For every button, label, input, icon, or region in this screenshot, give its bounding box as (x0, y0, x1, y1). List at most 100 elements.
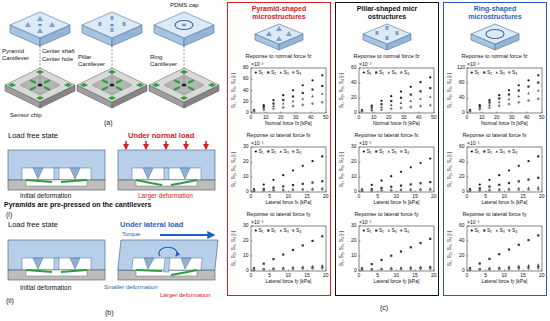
tick (359, 192, 361, 193)
axis-label: S₁, S₂, S₃, S₄ [-] (230, 152, 236, 187)
tick-label: 0 (354, 268, 357, 274)
data-point (301, 267, 304, 270)
load-arrow (165, 141, 167, 149)
tick-label: 40 (459, 95, 465, 101)
state-label: Under lateral load (120, 221, 183, 229)
legend-marker (400, 150, 403, 153)
axis-label: S₁, S₂, S₃, S₄ [-] (446, 152, 452, 187)
data-point (311, 102, 314, 105)
data-point (253, 189, 256, 191)
data-point (292, 105, 295, 108)
tick-label: 40 (308, 115, 314, 121)
data-point (400, 97, 402, 99)
tick (415, 270, 416, 272)
data-point (282, 174, 284, 176)
data-point (410, 166, 412, 168)
data-point (371, 263, 373, 265)
data-point (361, 110, 364, 113)
tick (542, 191, 543, 193)
data-point (263, 183, 265, 185)
pdms-cap (154, 12, 214, 46)
tick (415, 191, 416, 193)
data-point (380, 108, 383, 111)
chart-title: Reponse to lateral force fy (228, 211, 329, 217)
panel-box: Pyramid-shaped microstructuresReponse to… (227, 2, 331, 296)
tick (467, 226, 469, 227)
tick (251, 191, 252, 193)
cap-section (118, 150, 215, 182)
data-point (253, 110, 256, 113)
tick (251, 256, 253, 257)
data-point (400, 189, 403, 192)
data-point (321, 235, 323, 237)
data-point (419, 81, 421, 83)
tick (359, 241, 361, 242)
tick-label: 20 (459, 253, 465, 259)
chart-title: Reponse to lateral force fx (228, 132, 329, 138)
plot-frame (251, 226, 326, 271)
plot-frame (359, 226, 434, 271)
data-point (321, 267, 324, 270)
tick (434, 112, 435, 114)
data-point (469, 109, 472, 111)
data-point (478, 268, 481, 271)
pyramid (37, 16, 43, 21)
data-point (419, 162, 421, 164)
data-point (311, 181, 313, 183)
panel-box: Pillar-shaped micr ostructuresReponse to… (335, 2, 439, 296)
chart-title: Reponse to lateral force fx (336, 132, 437, 138)
tick-label: 10 (502, 194, 508, 200)
tick-label: 0 (462, 189, 465, 195)
data-point (488, 258, 490, 260)
data-point (537, 74, 539, 76)
data-point (419, 242, 421, 244)
tick (527, 112, 528, 114)
legend-marker (400, 229, 403, 232)
panel-title: Pillar-shaped micr ostructures (350, 5, 424, 20)
panel-label: (i) (6, 211, 12, 219)
legend-label: S₂ (271, 70, 276, 76)
axis-multiplier: ×10⁻³ (251, 220, 263, 226)
tick (359, 83, 361, 84)
tick (359, 147, 361, 148)
data-point (263, 263, 265, 265)
tick (359, 191, 360, 193)
tick-label: 0 (462, 268, 465, 274)
pyramid (276, 26, 282, 31)
tick-label: 60 (459, 223, 465, 229)
data-point (272, 105, 275, 107)
tick-label: 10 (351, 253, 357, 259)
data-point (469, 268, 472, 270)
data-point (400, 106, 403, 109)
legend-marker (267, 229, 269, 231)
data-point (311, 265, 314, 267)
cap-section (118, 240, 218, 272)
legend-label: S₃ (392, 70, 397, 76)
data-point (301, 103, 304, 106)
shaft-line (184, 46, 185, 84)
data-point (301, 188, 304, 191)
tick-label: 0 (358, 194, 361, 200)
tick (523, 270, 524, 272)
legend-label: S₃ (284, 70, 289, 76)
chip-section (8, 270, 105, 280)
data-point (508, 93, 510, 95)
data-point (400, 185, 402, 187)
tick (288, 270, 289, 272)
data-point (508, 98, 511, 100)
legend-marker (292, 71, 295, 74)
data-point (292, 249, 294, 251)
data-point (370, 268, 373, 270)
tick (467, 147, 469, 148)
deformation-label: Initial deformation (20, 284, 71, 291)
data-point (292, 95, 294, 97)
legend-label: S₁ (367, 149, 372, 155)
tick-label: 15 (304, 194, 310, 200)
data-point (390, 268, 393, 271)
data-point (429, 87, 431, 89)
cantilever (171, 180, 197, 185)
axis-label: Normal force fz [kPa] (265, 121, 312, 127)
data-point (311, 267, 314, 270)
data-point (302, 92, 304, 94)
tick (467, 256, 469, 257)
